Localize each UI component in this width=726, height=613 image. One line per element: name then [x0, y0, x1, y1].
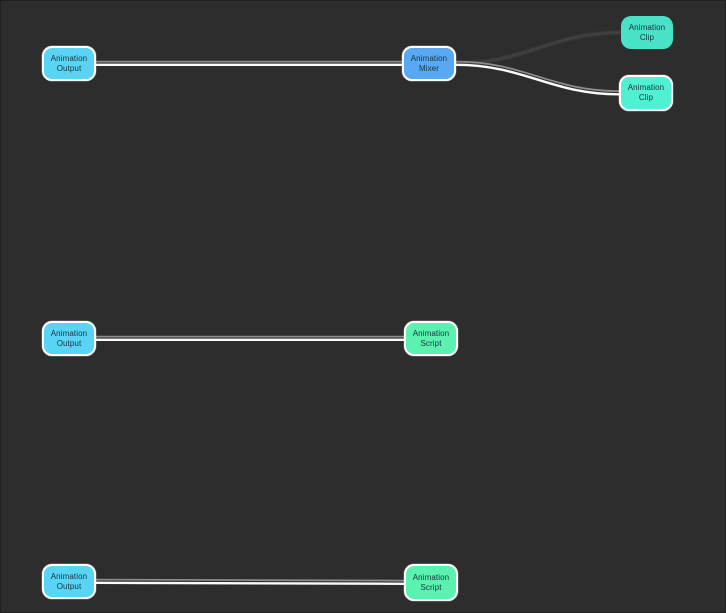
node-animation-clip-1[interactable]: Animation Clip [621, 16, 673, 49]
node-animation-script-1[interactable]: Animation Script [404, 321, 458, 356]
edge-animation-output-1-to-animation-mixer [94, 60, 404, 66]
edges-group [94, 30, 623, 585]
node-animation-clip-2[interactable]: Animation Clip [619, 75, 673, 111]
edge-strand-top [95, 578, 405, 582]
node-label: Animation Output [50, 328, 88, 348]
node-animation-output-3[interactable]: Animation Output [42, 564, 96, 599]
node-label: Animation Script [412, 572, 450, 592]
edge-strand-top [455, 60, 620, 92]
edge-animation-output-3-to-animation-script-2 [94, 578, 406, 585]
edge-animation-mixer-to-animation-clip-1 [454, 30, 623, 66]
node-animation-output-1[interactable]: Animation Output [42, 46, 96, 81]
node-label: Animation Clip [628, 22, 666, 42]
node-label: Animation Clip [627, 83, 665, 102]
node-animation-output-2[interactable]: Animation Output [42, 321, 96, 356]
edge-strand-inactive [454, 30, 623, 66]
node-animation-mixer[interactable]: Animation Mixer [402, 46, 456, 81]
edge-strand-bottom [454, 63, 621, 96]
node-label: Animation Output [50, 571, 88, 591]
edge-animation-mixer-to-animation-clip-2 [454, 60, 621, 96]
node-animation-script-2[interactable]: Animation Script [404, 564, 458, 601]
edge-strand-bottom [94, 581, 406, 585]
edge-animation-output-2-to-animation-script-1 [94, 335, 406, 341]
node-label: Animation Script [412, 328, 450, 348]
node-label: Animation Output [50, 53, 88, 73]
node-label: Animation Mixer [410, 53, 448, 73]
